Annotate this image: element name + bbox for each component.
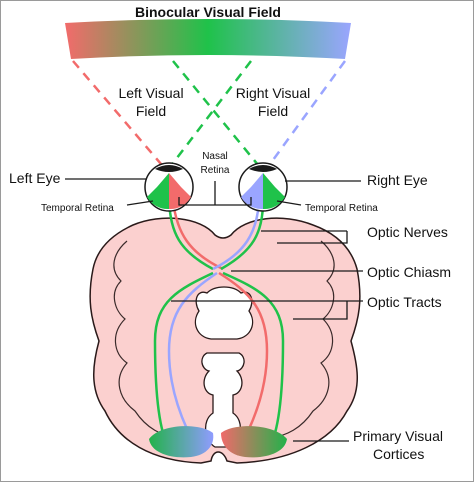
primary-visual-label-2: Cortices	[373, 446, 424, 462]
right-visual-field-label-2: Field	[258, 103, 288, 119]
right-field-line-to-left-eye	[166, 60, 252, 172]
temporal-retina-left-label: Temporal Retina	[41, 203, 114, 214]
nasal-retina-label-2: Retina	[201, 165, 230, 176]
right-field-line-blue	[263, 60, 347, 172]
temporal-retina-right-label: Temporal Retina	[305, 203, 378, 214]
left-primary-visual-cortex	[149, 426, 214, 458]
optic-chiasm-label: Optic Chiasm	[367, 264, 451, 280]
left-eye	[144, 162, 194, 212]
right-tract-green	[222, 271, 285, 434]
binocular-field-label: Binocular Visual Field	[135, 4, 281, 20]
right-tract-red	[218, 271, 269, 430]
primary-visual-label-1: Primary Visual	[353, 428, 443, 444]
sight-lines	[72, 60, 347, 172]
right-visual-field-label-1: Right Visual	[236, 85, 310, 101]
leader-lines	[65, 178, 363, 442]
brain-inner-fold-right	[268, 240, 335, 440]
left-field-line-red	[72, 60, 168, 172]
left-field-line-to-right-eye	[172, 60, 264, 172]
optic-nerves-label: Optic Nerves	[367, 224, 448, 240]
brain-inner-fold-left	[113, 240, 180, 440]
right-eye-label: Right Eye	[367, 172, 428, 188]
optic-tracts-label: Optic Tracts	[367, 294, 442, 310]
brain-center-upper	[194, 286, 254, 340]
left-eye-label: Left Eye	[9, 170, 61, 186]
right-primary-visual-cortex	[221, 426, 287, 458]
right-eye	[238, 162, 288, 212]
left-visual-field-label-2: Field	[136, 103, 166, 119]
left-tract-blue	[167, 271, 218, 430]
left-tract-green	[153, 271, 214, 434]
left-visual-field-label-1: Left Visual	[118, 85, 183, 101]
binocular-field-bar	[65, 19, 351, 59]
nasal-retina-label-1: Nasal	[202, 151, 228, 162]
